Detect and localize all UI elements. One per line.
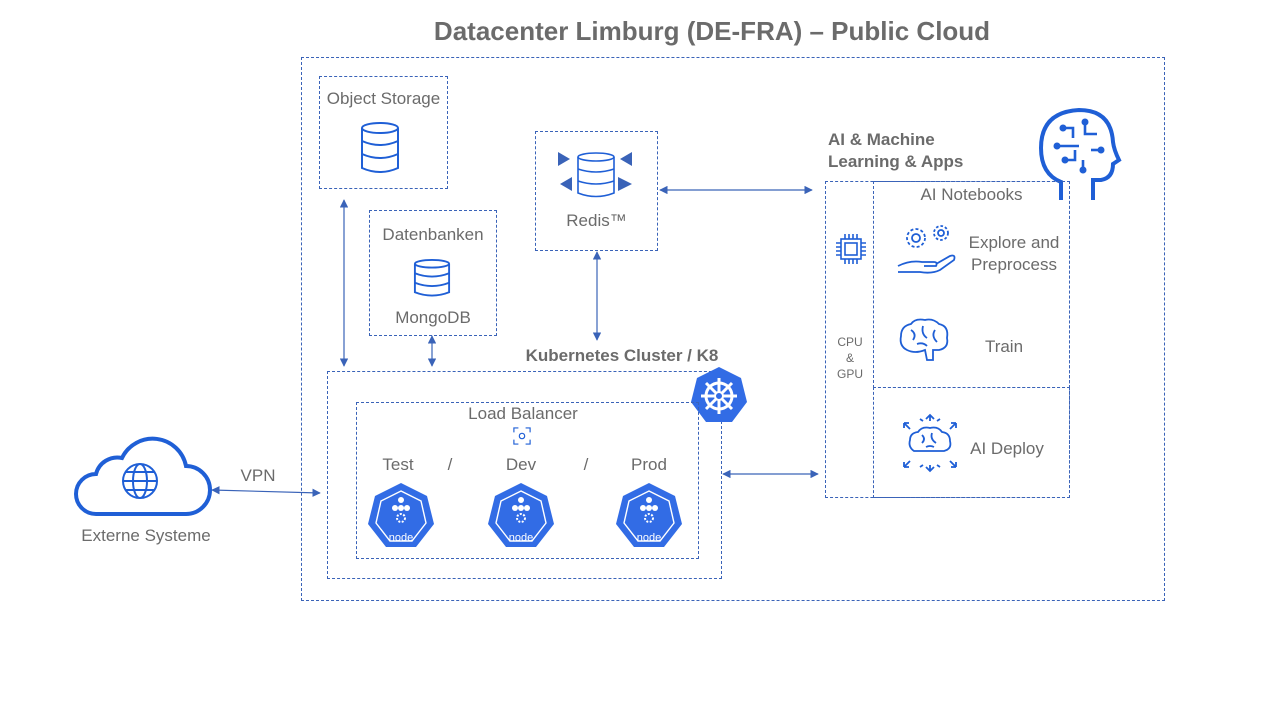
ai-heading-line2: Learning & Apps bbox=[828, 152, 964, 171]
env-separator: / bbox=[447, 455, 453, 474]
node-icon bbox=[616, 483, 682, 547]
node-icon bbox=[488, 483, 554, 547]
cloud-globe-icon bbox=[74, 436, 212, 516]
node-icon bbox=[368, 483, 434, 547]
node-label: node bbox=[508, 532, 534, 544]
ai-notebooks-label: AI Notebooks bbox=[920, 185, 1023, 204]
database-icon bbox=[361, 122, 399, 173]
explore-label-line1: Explore and bbox=[968, 233, 1060, 252]
node-test: node bbox=[366, 481, 436, 551]
brain-icon bbox=[899, 318, 949, 361]
arrow-vpn bbox=[211, 486, 321, 497]
page-title: Datacenter Limburg (DE-FRA) – Public Clo… bbox=[433, 16, 991, 46]
cpu-chip-icon bbox=[836, 234, 866, 264]
explore-label-line2: Preprocess bbox=[971, 255, 1057, 274]
ai-deploy-icon bbox=[903, 413, 957, 473]
kubernetes-cluster-label: Kubernetes Cluster / K8 bbox=[525, 346, 719, 365]
env-separator: / bbox=[583, 455, 589, 474]
vpn-label: VPN bbox=[240, 466, 276, 485]
ai-deploy-label: AI Deploy bbox=[970, 439, 1044, 458]
datacenter-boundary bbox=[301, 57, 1165, 601]
load-balancer-box bbox=[356, 402, 699, 559]
object-storage-box bbox=[319, 76, 448, 189]
ai-deploy-box bbox=[873, 387, 1070, 498]
database-icon bbox=[413, 259, 451, 297]
redis-icon bbox=[558, 152, 632, 198]
object-storage-label: Object Storage bbox=[326, 89, 441, 108]
ai-head-icon bbox=[1038, 107, 1122, 200]
databases-label: Datenbanken bbox=[382, 225, 484, 244]
compute-line3: GPU bbox=[836, 367, 863, 381]
env-test-label: Test bbox=[382, 455, 414, 474]
node-label: node bbox=[636, 532, 662, 544]
load-balancer-label: Load Balancer bbox=[468, 404, 578, 423]
external-systems-label: Externe Systeme bbox=[81, 526, 211, 545]
compute-line2: & bbox=[845, 351, 854, 365]
redis-box bbox=[535, 131, 658, 251]
mongodb-label: MongoDB bbox=[395, 308, 471, 327]
node-label: node bbox=[388, 532, 414, 544]
databases-box bbox=[369, 210, 497, 336]
load-balancer-icon bbox=[513, 427, 531, 445]
env-prod-label: Prod bbox=[631, 455, 667, 474]
ai-heading-line1: AI & Machine bbox=[828, 130, 935, 149]
node-dev: node bbox=[486, 481, 556, 551]
node-prod: node bbox=[614, 481, 684, 551]
env-dev-label: Dev bbox=[505, 455, 537, 474]
redis-label: Redis™ bbox=[566, 211, 627, 230]
gears-hand-icon bbox=[897, 225, 956, 274]
train-label: Train bbox=[984, 337, 1024, 356]
kubernetes-helm-icon bbox=[691, 367, 747, 422]
kubernetes-cluster-box bbox=[327, 371, 722, 579]
compute-line1: CPU bbox=[837, 335, 863, 349]
